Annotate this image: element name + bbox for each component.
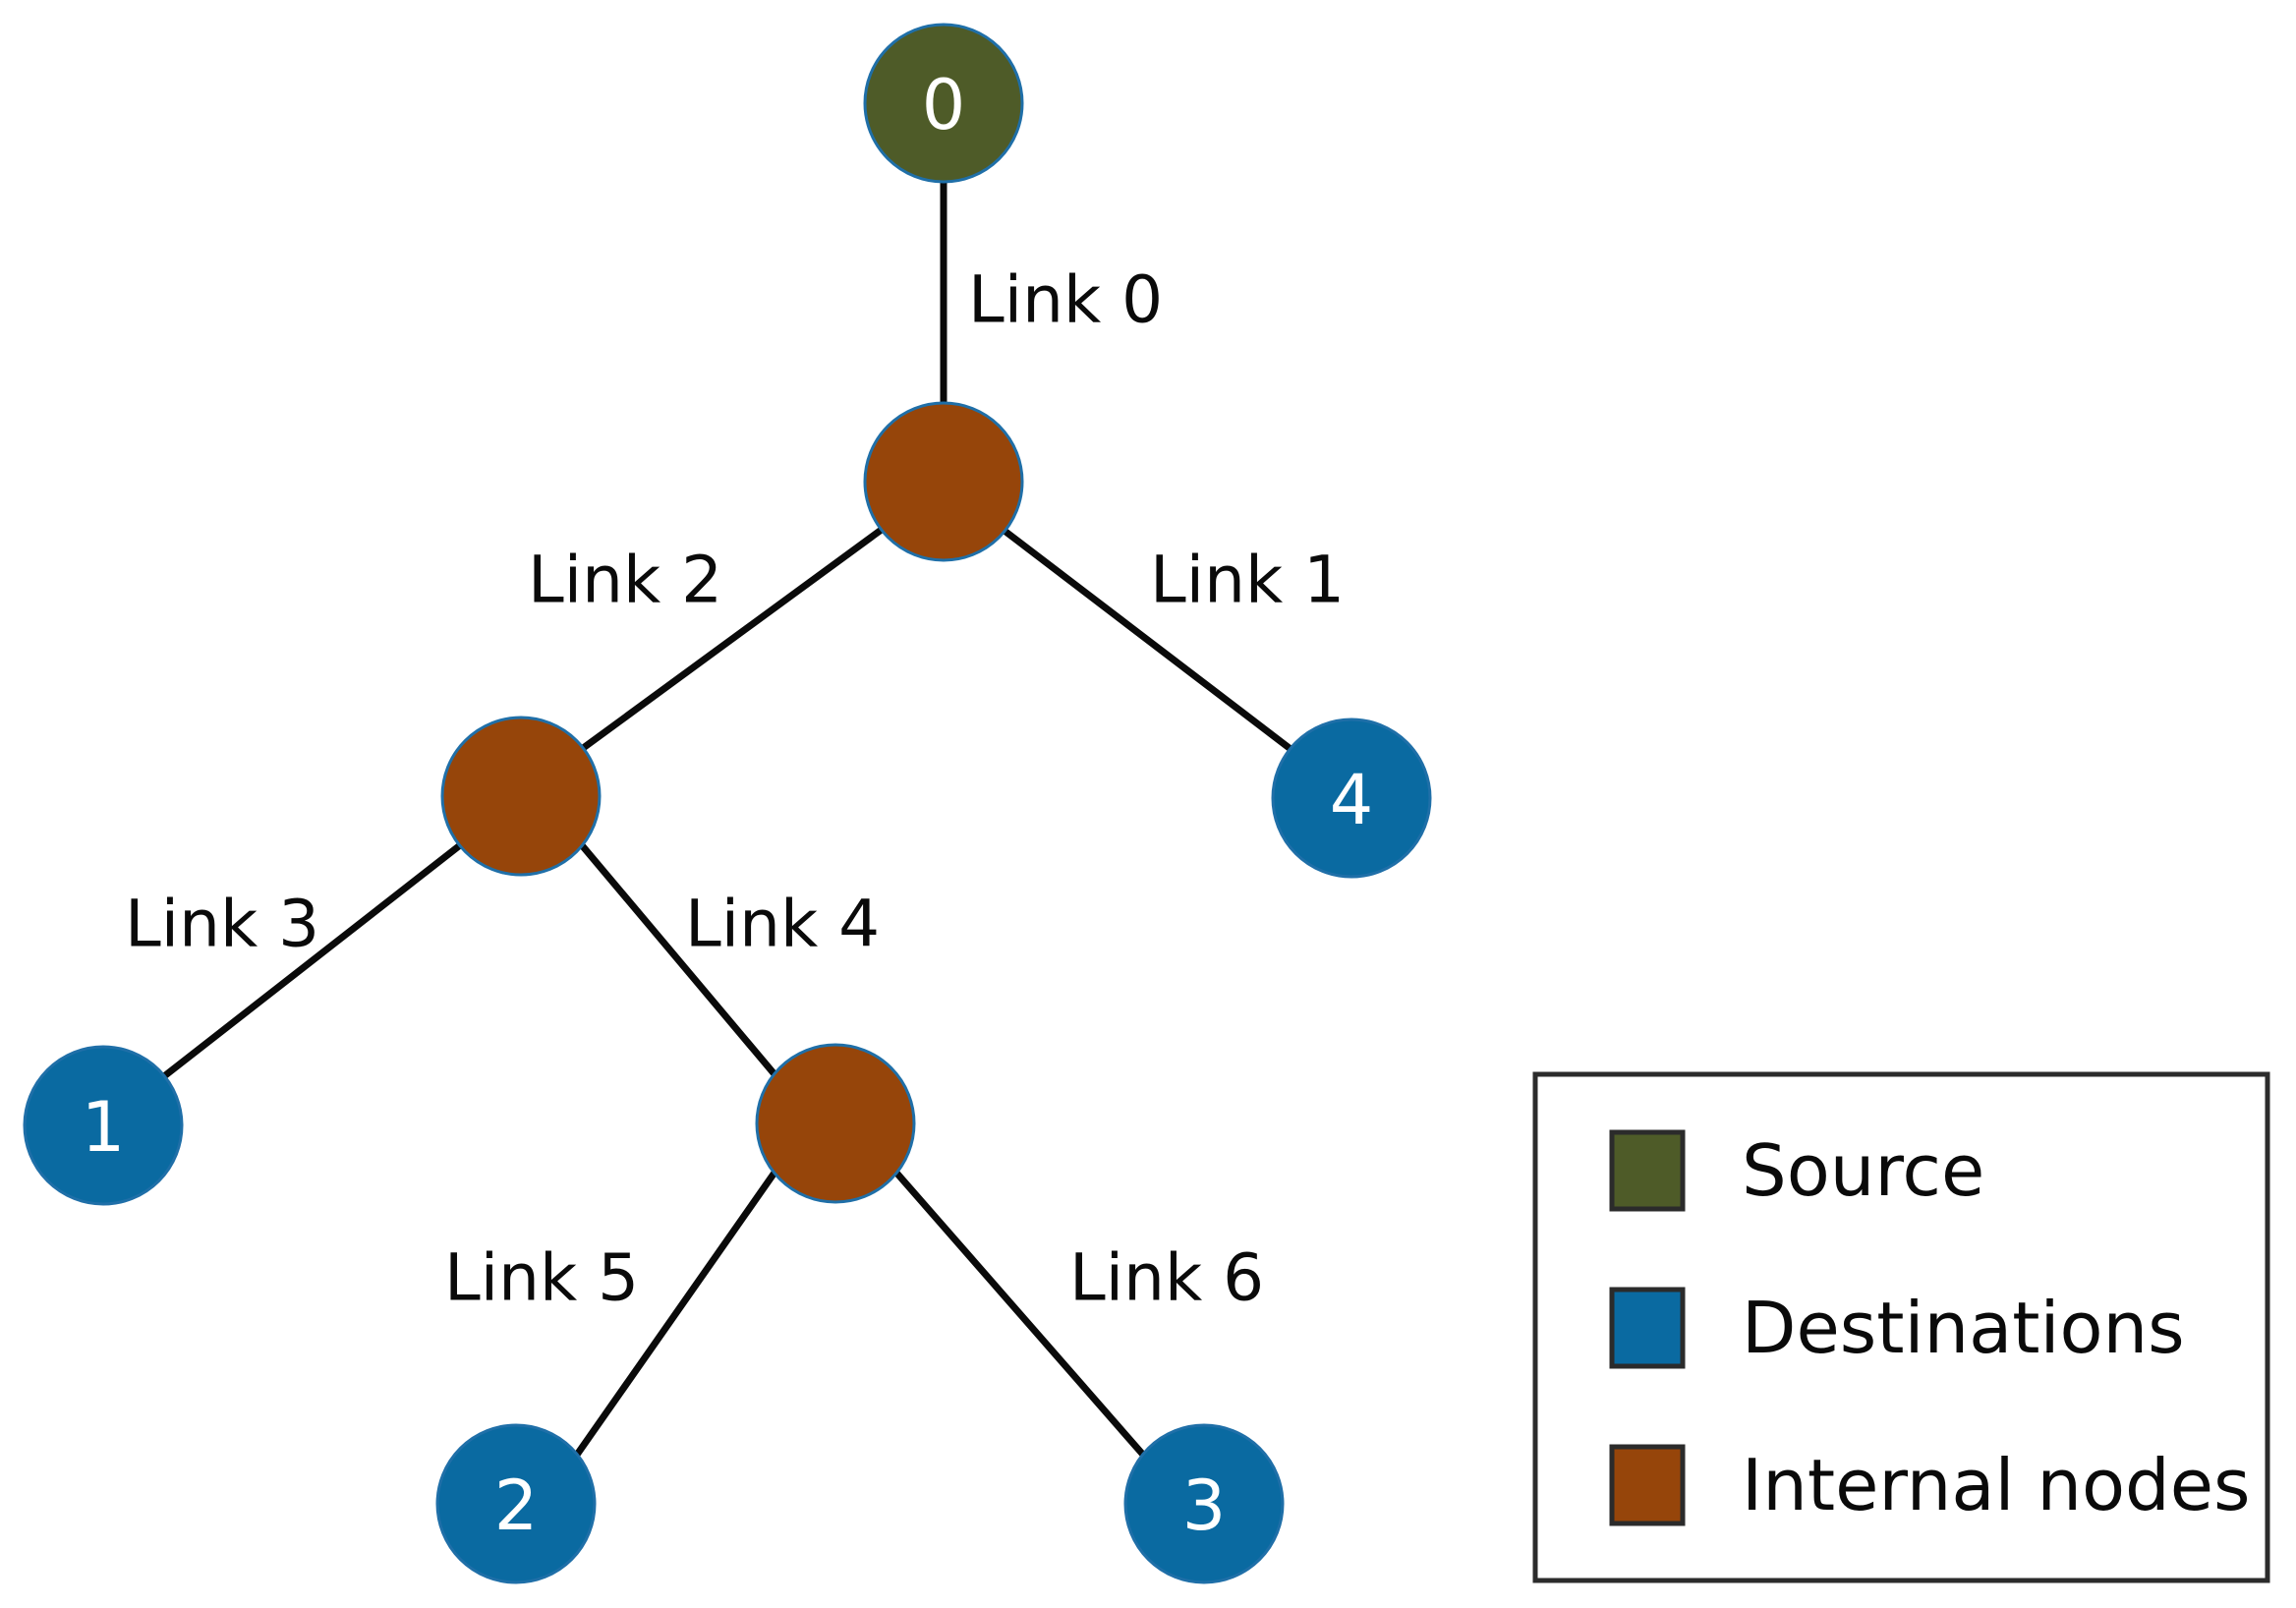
node-n2[interactable]: 2 [435, 1423, 597, 1584]
edges-group [161, 182, 1293, 1458]
legend-item-2[interactable]: Internal nodes [1609, 1444, 2251, 1526]
node-label: 1 [82, 1087, 126, 1168]
node-n3[interactable]: 3 [1123, 1423, 1285, 1584]
node-circle-internal [755, 1043, 916, 1204]
node-circle-internal [863, 401, 1024, 562]
edge-labels-group: Link 0 Link 1 Link 2 Link 3 Link 4 Link 5 Link… [125, 262, 1345, 1316]
edge-label-e4: Link 4 [685, 887, 880, 962]
legend-label: Internal nodes [1742, 1444, 2251, 1526]
edge-label-e2: Link 2 [528, 543, 722, 618]
node-i2[interactable] [440, 716, 602, 877]
edge-label-e6: Link 6 [1069, 1240, 1264, 1316]
edge-e2 [579, 526, 886, 752]
edge-label-e5: Link 5 [444, 1240, 639, 1316]
node-n0[interactable]: 0 [863, 23, 1024, 184]
legend-swatch-icon [1609, 1129, 1686, 1212]
edge-label-e3: Link 3 [125, 887, 319, 962]
node-i1[interactable] [863, 401, 1024, 562]
edge-e3 [161, 842, 463, 1079]
node-circle-destination [23, 1045, 184, 1206]
legend-label: Source [1742, 1129, 1984, 1212]
legend-swatch-icon [1609, 1287, 1686, 1369]
node-label: 2 [494, 1465, 539, 1546]
node-label: 0 [922, 65, 966, 145]
edge-label-e0: Link 0 [968, 262, 1163, 338]
edge-e1 [1002, 528, 1293, 752]
edge-e6 [893, 1170, 1146, 1458]
node-circle-destination [1271, 718, 1432, 879]
node-n1[interactable]: 1 [23, 1045, 184, 1206]
legend-item-0[interactable]: Source [1609, 1129, 1984, 1212]
edge-e4 [579, 842, 777, 1077]
node-label: 3 [1182, 1465, 1227, 1546]
node-label: 4 [1330, 760, 1374, 840]
node-i3[interactable] [755, 1043, 916, 1204]
node-circle-internal [440, 716, 602, 877]
edge-label-e1: Link 1 [1150, 543, 1345, 618]
nodes-group: 0 4 1 2 3 [23, 23, 1432, 1584]
legend-item-1[interactable]: Destinations [1609, 1287, 2185, 1369]
node-circle-destination [435, 1423, 597, 1584]
edge-e5 [574, 1170, 777, 1458]
node-n4[interactable]: 4 [1271, 718, 1432, 879]
legend-label: Destinations [1742, 1287, 2185, 1369]
legend-swatch-icon [1609, 1444, 1686, 1526]
node-circle-destination [1123, 1423, 1285, 1584]
node-circle-source [863, 23, 1024, 184]
